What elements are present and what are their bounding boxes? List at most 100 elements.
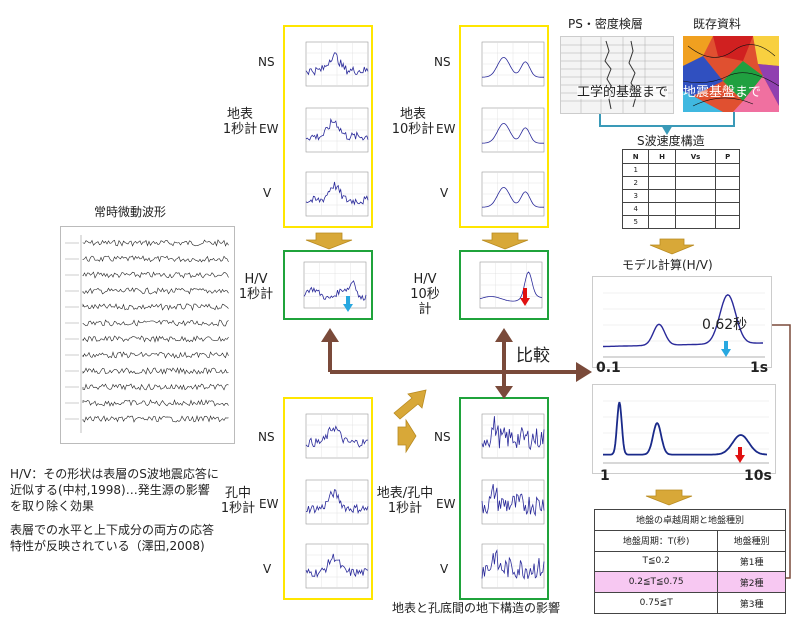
model-curve: [603, 293, 763, 348]
cyan-marker-1s: [343, 296, 353, 312]
vs-header-h: H: [648, 149, 676, 164]
existing-title: 既存資料: [693, 17, 742, 31]
ground-row-3-type: 第3種: [717, 592, 786, 614]
waveform-trace: [82, 399, 229, 407]
eng-base-text: 工学的基盤まで: [577, 85, 669, 100]
ratio-axis-min: 1: [600, 468, 610, 484]
model-period-value: 0.62秒: [702, 317, 748, 333]
ps-log-title: PS・密度検層: [568, 17, 643, 31]
vs-row-5: 5: [621, 215, 650, 229]
ratio-3-curve: [481, 548, 545, 580]
borehole-3-curve: [305, 553, 369, 579]
label-borehole-1s: 孔中 1秒計: [220, 486, 256, 516]
waveform-trace: [82, 383, 229, 391]
vs-structure-title: S波速度構造: [637, 134, 705, 148]
vs-row-2: 2: [621, 176, 650, 190]
waveform-trace: [82, 414, 229, 423]
spectrum-2-1-curve: [481, 57, 544, 78]
ground-row-3-period: 0.75≦T: [593, 592, 719, 614]
label-ns-4: NS: [434, 430, 451, 444]
label-hv-10s: H/V 10秒計: [410, 272, 440, 317]
waveform-trace: [82, 335, 229, 343]
label-ew-4: EW: [436, 497, 456, 511]
label-ns-2: NS: [434, 55, 451, 69]
compare-label: 比較: [516, 346, 550, 366]
ratio-2-curve: [481, 484, 545, 517]
model-axis-min: 0.1: [596, 360, 621, 376]
waveform-trace: [82, 255, 229, 263]
waveform-title: 常時微動波形: [93, 205, 166, 219]
vs-row-3: 3: [621, 189, 650, 203]
model-peak-marker: [721, 341, 731, 357]
ground-header-type: 地盤種別: [717, 529, 786, 552]
ground-row-1-type: 第1種: [717, 550, 786, 573]
label-v-1: V: [263, 186, 272, 200]
waveform-trace: [82, 351, 229, 359]
waveform-figure: [60, 226, 235, 444]
spectrum-2-3-curve: [481, 187, 544, 208]
ground-row-2-type: 第2種: [717, 571, 786, 594]
label-surface-10s: 地表 10秒計: [391, 107, 435, 137]
waveform-traces: [65, 235, 229, 433]
waveform-trace: [82, 239, 229, 247]
ratio-chart: [592, 384, 776, 474]
ground-row-1-period: T≦0.2: [593, 550, 719, 573]
label-surface-1s: 地表 1秒計: [222, 107, 258, 137]
bottom-caption: 地表と孔底間の地下構造の影響: [392, 601, 561, 615]
geology-map: [683, 36, 779, 112]
waveform-trace: [82, 303, 229, 312]
vs-header-vs: Vs: [674, 149, 717, 164]
note-hv-response: 表層での水平と上下成分の両方の応答特性が反映されている（澤田,2008): [10, 523, 215, 553]
hv-10s-plot-curve: [479, 271, 543, 302]
model-calc-title: モデル計算(H/V): [622, 258, 713, 272]
label-hv-1s: H/V 1秒計: [238, 272, 274, 302]
compare-arrows: [328, 340, 578, 388]
spectrum-2-2-curve: [481, 123, 544, 144]
ratio-peak-marker: [735, 447, 745, 463]
ratio-curve: [603, 401, 767, 456]
hv-1s-plot-curve: [303, 280, 367, 301]
spectrum-1-2-curve: [305, 117, 369, 141]
ground-row-2-period: 0.2≦T≦0.75: [593, 571, 719, 594]
vs-row-1: 1: [621, 163, 650, 177]
label-ew-1: EW: [259, 122, 279, 136]
label-ns-3: NS: [258, 430, 275, 444]
borehole-1-curve: [305, 425, 369, 448]
label-ew-2: EW: [436, 122, 456, 136]
waveform-trace: [82, 319, 229, 327]
down-arrow-2: [481, 232, 529, 250]
vs-header-p: P: [715, 149, 740, 164]
spectrum-1-1-curve: [305, 52, 369, 76]
quake-base-text: 地震基盤まで: [683, 85, 762, 100]
model-axis-max: 1s: [750, 360, 769, 376]
waveform-trace: [82, 367, 229, 375]
label-v-2: V: [440, 186, 449, 200]
waveform-trace: [82, 287, 229, 295]
ground-header-period: 地盤周期：T(秒): [593, 529, 719, 552]
label-v-4: V: [440, 562, 449, 576]
ratio-1-curve: [481, 416, 545, 451]
label-ratio-1s: 地表/孔中 1秒計: [376, 486, 434, 516]
spectrum-1-3-curve: [305, 181, 369, 206]
down-arrow-1: [305, 232, 353, 250]
ground-table-title: 地盤の卓越周期と地盤種別: [594, 509, 786, 531]
red-marker-10s: [520, 288, 530, 306]
label-ns-1: NS: [258, 55, 275, 69]
down-arrow-4: [645, 489, 693, 506]
label-v-3: V: [263, 562, 272, 576]
vs-header-n: N: [621, 149, 650, 164]
teal-connector: [599, 112, 735, 127]
ratio-axis-max: 10s: [744, 468, 772, 484]
model-hv-chart: [592, 276, 772, 368]
vs-structure-table: N H Vs P 1 2 3 4 5: [621, 149, 740, 229]
borehole-2-curve: [305, 489, 369, 515]
diagonal-arrow: [393, 389, 427, 420]
waveform-trace: [82, 271, 229, 279]
ground-type-table: 地盤の卓越周期と地盤種別 地盤周期：T(秒) 地盤種別 T≦0.2 第1種 0.…: [593, 509, 786, 614]
vs-row-4: 4: [621, 202, 650, 216]
down-arrow-3: [649, 238, 695, 255]
right-arrow: [397, 418, 417, 454]
label-ew-3: EW: [259, 497, 279, 511]
